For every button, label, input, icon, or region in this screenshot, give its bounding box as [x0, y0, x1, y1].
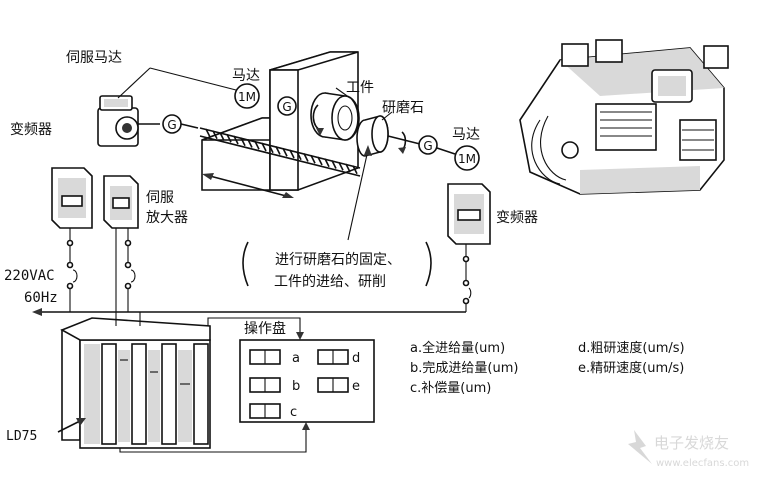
panel-label-c: c	[290, 405, 297, 420]
screw-thread	[261, 142, 267, 152]
panel-label-e: e	[352, 379, 360, 394]
generator-symbol-top: G	[277, 96, 297, 116]
screw-thread	[338, 161, 344, 171]
motor-right-label: 马达	[452, 127, 480, 143]
svg-text:1M: 1M	[238, 90, 256, 104]
ld75-label: LD75	[6, 429, 37, 444]
screw-thread	[282, 147, 288, 157]
legend-item-c: c.补偿量(um)	[410, 381, 491, 396]
grinding-stone-label: 研磨石	[382, 100, 424, 116]
description-bracket: 进行研磨石的固定、 工件的进给、研削	[242, 145, 432, 290]
screw-thread	[240, 137, 246, 147]
workpiece-leader	[335, 87, 351, 99]
legend-item-b: b.完成进给量(um)	[410, 361, 518, 376]
servo-amplifier-unit	[103, 175, 139, 229]
description-line-1: 进行研磨石的固定、	[275, 252, 401, 268]
generator-symbol-right: G	[418, 135, 438, 155]
power-wiring	[32, 228, 472, 316]
screw-thread	[275, 146, 281, 155]
plc-rack	[60, 317, 211, 449]
motor-symbol-right: 1M	[454, 145, 480, 171]
panel-title: 操作盘	[244, 320, 286, 337]
servo-motor-leader	[149, 67, 237, 91]
svg-text:G: G	[167, 118, 176, 132]
screw-thread	[254, 140, 260, 150]
screw-thread	[205, 128, 211, 138]
voltage-label: 220VAC	[4, 268, 55, 284]
legend-item-e: e.精研速度(um/s)	[578, 360, 684, 376]
inverter-left-label: 变频器	[10, 122, 52, 138]
workpiece-label: 工件	[346, 80, 374, 96]
description-line-2: 工件的进给、研削	[274, 274, 386, 290]
screw-thread	[317, 156, 323, 166]
screw-thread	[352, 165, 358, 175]
screw-thread	[268, 144, 274, 154]
legend-item-d: d.粗研速度(um/s)	[578, 340, 685, 356]
screw-thread	[296, 151, 302, 161]
servo-amp-label-2: 放大器	[146, 210, 188, 226]
generator-symbol-servo: G	[162, 114, 182, 134]
screw-thread	[310, 154, 316, 164]
screw-thread	[331, 160, 337, 169]
legend: a.全进给量(um) b.完成进给量(um) c.补偿量(um) d.粗研速度(…	[410, 340, 685, 396]
screw-thread	[345, 163, 351, 173]
watermark: 电子发烧友 www.elecfans.com	[628, 430, 749, 469]
lightning-logo-icon	[628, 430, 652, 464]
watermark-brand: 电子发烧友	[654, 434, 729, 452]
operation-panel: a b c d e	[239, 339, 375, 423]
panel-label-a: a	[292, 351, 300, 366]
motor-top-label: 马达	[232, 68, 260, 84]
watermark-url: www.elecfans.com	[656, 458, 749, 469]
svg-text:G: G	[282, 100, 291, 114]
screw-thread	[324, 158, 330, 168]
grinding-stone	[356, 115, 421, 157]
servo-amp-label-1: 伺服	[146, 190, 174, 206]
motor-symbol-top: 1M	[234, 83, 260, 109]
workpiece-cylinder	[310, 92, 360, 141]
inverter-left-unit	[51, 167, 93, 229]
inverter-right-label: 变频器	[496, 210, 538, 226]
grinding-machine-illustration	[519, 39, 729, 195]
screw-thread	[289, 149, 295, 159]
inverter-right-unit	[447, 183, 491, 245]
servo-motor	[97, 95, 160, 147]
screw-thread	[303, 153, 309, 162]
traverse-arrow	[202, 173, 294, 198]
servo-motor-label: 伺服马达	[66, 50, 122, 66]
svg-text:1M: 1M	[458, 152, 476, 166]
screw-thread	[247, 139, 253, 148]
frequency-label: 60Hz	[24, 290, 58, 306]
screw-thread	[212, 130, 218, 140]
screw-thread	[233, 135, 239, 145]
ball-screw	[199, 127, 361, 177]
legend-item-a: a.全进给量(um)	[410, 340, 505, 356]
panel-label-b: b	[292, 379, 300, 394]
svg-text:G: G	[423, 139, 432, 153]
panel-label-d: d	[352, 351, 360, 366]
stone-leader	[381, 111, 393, 121]
screw-thread	[226, 133, 232, 143]
screw-thread	[219, 132, 225, 141]
